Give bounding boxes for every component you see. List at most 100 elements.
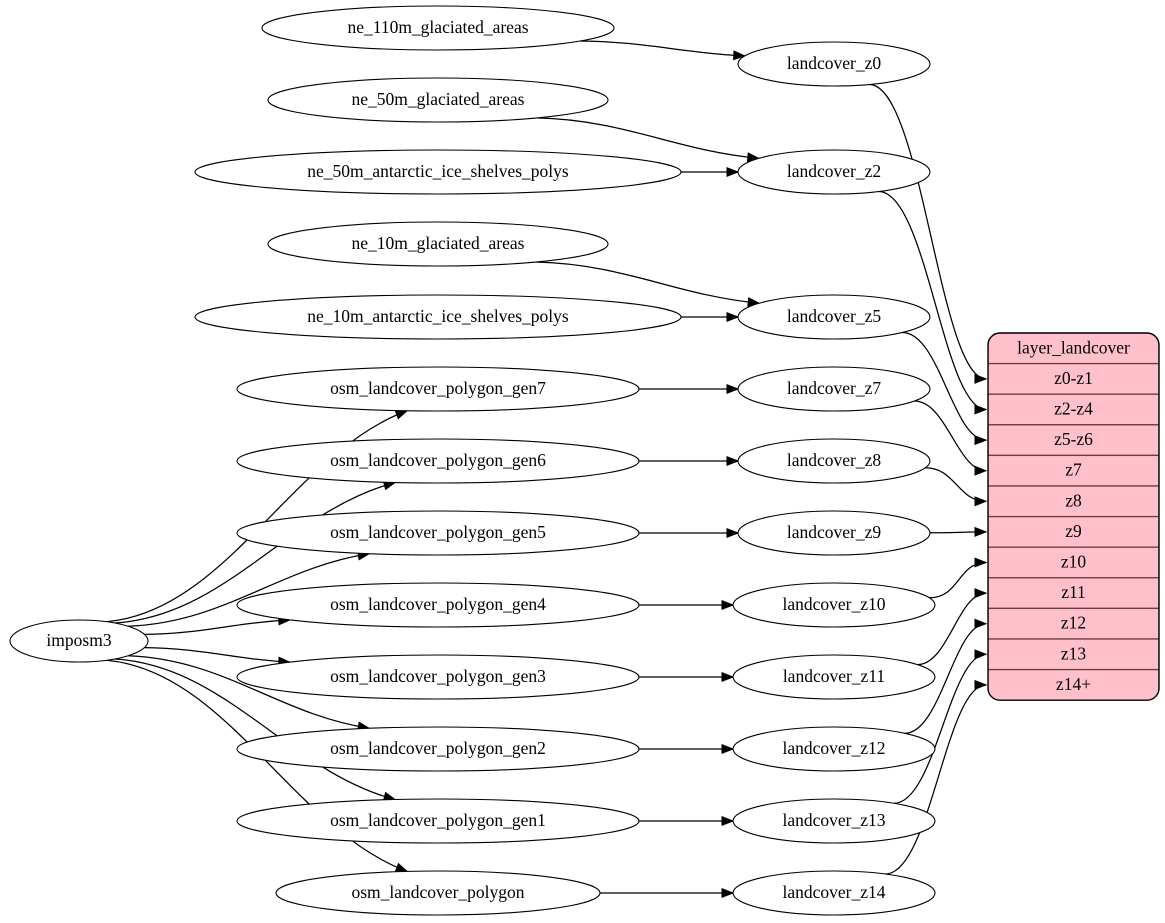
node-landcover_z10[interactable]: landcover_z10 (732, 582, 936, 628)
node-label-osm_landcover_polygon: osm_landcover_polygon (351, 882, 524, 902)
table-row-label-z8: z8 (1065, 490, 1082, 510)
table-row-z12[interactable] (988, 607, 1159, 640)
node-ellipse-ne_110m_glaciated_areas (261, 5, 615, 51)
node-ne_50m_antarctic_ice_shelves_polys[interactable]: ne_50m_antarctic_ice_shelves_polys (194, 149, 682, 195)
table-row-label-z12: z12 (1061, 613, 1086, 633)
node-label-landcover_z14: landcover_z14 (782, 882, 885, 902)
edge-osm_landcover_polygon_gen7-to-landcover_z7 (639, 383, 740, 395)
node-label-landcover_z12: landcover_z12 (782, 738, 885, 758)
edge-imposm3-to-osm_landcover_polygon_gen3 (144, 646, 292, 667)
node-label-landcover_z10: landcover_z10 (782, 594, 885, 614)
node-osm_landcover_polygon[interactable]: osm_landcover_polygon (275, 870, 601, 916)
node-landcover_z8[interactable]: landcover_z8 (737, 438, 931, 484)
node-landcover_z12[interactable]: landcover_z12 (732, 726, 936, 772)
node-osm_landcover_polygon_gen6[interactable]: osm_landcover_polygon_gen6 (236, 438, 640, 484)
node-ellipse-landcover_z8 (737, 438, 931, 484)
node-label-osm_landcover_polygon_gen4: osm_landcover_polygon_gen4 (330, 594, 546, 614)
edge-arrowhead (974, 618, 988, 629)
node-label-osm_landcover_polygon_gen1: osm_landcover_polygon_gen1 (330, 810, 546, 830)
edge-landcover_z9-to-layer_landcover_z9 (929, 526, 988, 537)
edge-landcover_z12-to-layer_landcover_z12 (904, 618, 988, 734)
edge-arrowhead (721, 599, 735, 611)
table-row-z14+[interactable] (988, 668, 1159, 701)
node-ellipse-osm_landcover_polygon (275, 870, 601, 916)
node-ellipse-landcover_z13 (732, 798, 936, 844)
table-row-label-z2-z4: z2-z4 (1054, 399, 1093, 419)
node-landcover_z2[interactable]: landcover_z2 (737, 149, 931, 195)
node-osm_landcover_polygon_gen1[interactable]: osm_landcover_polygon_gen1 (236, 798, 640, 844)
node-ne_10m_antarctic_ice_shelves_polys[interactable]: ne_10m_antarctic_ice_shelves_polys (194, 294, 682, 340)
table-row-z8[interactable] (988, 485, 1159, 518)
edge-landcover_z5-to-layer_landcover_z5-z6 (902, 331, 988, 446)
table-row-z5-z6[interactable] (988, 424, 1159, 457)
edge-osm_landcover_polygon_gen3-to-landcover_z11 (639, 671, 735, 683)
edge-landcover_z10-to-layer_landcover_z10 (929, 557, 988, 599)
edge-arrowhead (721, 815, 735, 827)
edge-line (128, 655, 370, 729)
node-ne_10m_glaciated_areas[interactable]: ne_10m_glaciated_areas (267, 221, 609, 267)
node-landcover_z13[interactable]: landcover_z13 (732, 798, 936, 844)
node-landcover_z14[interactable]: landcover_z14 (732, 870, 936, 916)
table-row-label-z9: z9 (1065, 521, 1082, 541)
node-ellipse-osm_landcover_polygon_gen1 (236, 798, 640, 844)
edge-arrowhead (974, 496, 988, 507)
node-ellipse-ne_10m_glaciated_areas (267, 221, 609, 267)
table-row-z9[interactable] (988, 515, 1159, 548)
edge-arrowhead (394, 410, 409, 420)
node-osm_landcover_polygon_gen3[interactable]: osm_landcover_polygon_gen3 (236, 654, 640, 700)
node-ellipse-osm_landcover_polygon_gen5 (236, 510, 640, 556)
node-osm_landcover_polygon_gen5[interactable]: osm_landcover_polygon_gen5 (236, 510, 640, 556)
node-label-osm_landcover_polygon_gen7: osm_landcover_polygon_gen7 (330, 378, 546, 398)
edge-line (878, 190, 987, 411)
edge-arrowhead (721, 887, 735, 899)
node-label-ne_110m_glaciated_areas: ne_110m_glaciated_areas (347, 17, 528, 37)
edges-layer (106, 40, 988, 899)
edge-arrowhead (974, 404, 988, 415)
node-osm_landcover_polygon_gen7[interactable]: osm_landcover_polygon_gen7 (236, 366, 640, 412)
node-label-osm_landcover_polygon_gen5: osm_landcover_polygon_gen5 (330, 522, 546, 542)
node-landcover_z0[interactable]: landcover_z0 (737, 41, 931, 87)
node-label-landcover_z13: landcover_z13 (782, 810, 885, 830)
edge-arrowhead (726, 166, 740, 178)
table-row-label-z0-z1: z0-z1 (1054, 368, 1093, 388)
edge-landcover_z0-to-layer_landcover_z0-z1 (869, 83, 988, 384)
edge-osm_landcover_polygon_gen6-to-landcover_z8 (639, 455, 740, 467)
node-label-imposm3: imposm3 (46, 630, 111, 650)
edge-arrowhead (974, 435, 988, 446)
edge-landcover_z11-to-layer_landcover_z11 (917, 588, 988, 666)
table-row-label-z7: z7 (1065, 460, 1082, 480)
layer-landcover-table: layer_landcoverz0-z1z2-z4z5-z6z7z8z9z10z… (987, 332, 1160, 701)
node-landcover_z7[interactable]: landcover_z7 (737, 366, 931, 412)
edge-landcover_z2-to-layer_landcover_z2-z4 (878, 190, 988, 415)
edge-landcover_z13-to-layer_landcover_z13 (893, 649, 988, 804)
node-imposm3[interactable]: imposm3 (9, 619, 149, 663)
node-osm_landcover_polygon_gen2[interactable]: osm_landcover_polygon_gen2 (236, 726, 640, 772)
node-osm_landcover_polygon_gen4[interactable]: osm_landcover_polygon_gen4 (236, 582, 640, 628)
edge-landcover_z8-to-layer_landcover_z8 (925, 467, 988, 507)
edge-line (893, 653, 987, 804)
edge-ne_10m_antarctic_ice_shelves_polys-to-landcover_z5 (681, 311, 740, 323)
edge-arrowhead (974, 557, 988, 568)
node-landcover_z5[interactable]: landcover_z5 (737, 294, 931, 340)
edge-osm_landcover_polygon_gen4-to-landcover_z10 (639, 599, 735, 611)
nodes-layer: imposm3 ne_110m_glaciated_areas ne_50m_gla… (9, 5, 936, 916)
node-ne_110m_glaciated_areas[interactable]: ne_110m_glaciated_areas (261, 5, 615, 51)
edge-ne_110m_glaciated_areas-to-landcover_z0 (580, 40, 747, 61)
node-label-ne_10m_antarctic_ice_shelves_polys: ne_10m_antarctic_ice_shelves_polys (307, 306, 569, 326)
edge-line (885, 684, 987, 875)
node-landcover_z9[interactable]: landcover_z9 (737, 510, 931, 556)
node-landcover_z11[interactable]: landcover_z11 (732, 654, 936, 700)
node-ellipse-landcover_z11 (732, 654, 936, 700)
edge-line (114, 658, 396, 801)
edge-line (536, 117, 759, 159)
edge-osm_landcover_polygon_gen1-to-landcover_z13 (639, 815, 735, 827)
node-ellipse-landcover_z9 (737, 510, 931, 556)
node-ellipse-ne_10m_antarctic_ice_shelves_polys (194, 294, 682, 340)
edge-arrowhead (974, 588, 988, 599)
table-row-z10[interactable] (988, 546, 1159, 579)
node-ne_50m_glaciated_areas[interactable]: ne_50m_glaciated_areas (267, 77, 609, 123)
table-row-label-z10: z10 (1061, 552, 1087, 572)
edge-arrowhead (721, 671, 735, 683)
node-ellipse-landcover_z10 (732, 582, 936, 628)
node-label-landcover_z7: landcover_z7 (787, 378, 882, 398)
